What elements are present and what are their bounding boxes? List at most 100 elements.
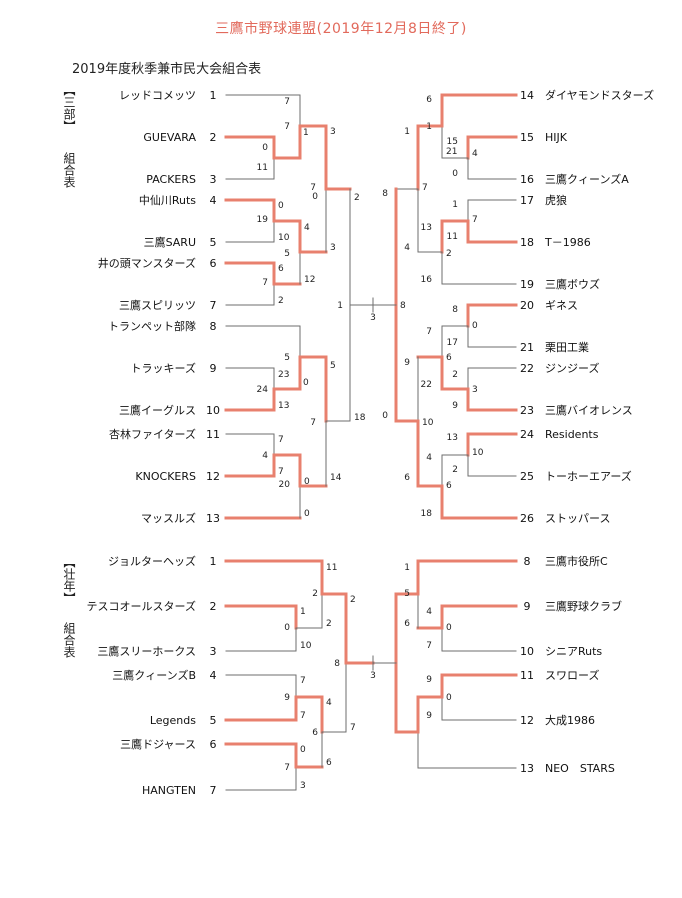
team-seed: 1 <box>210 89 217 102</box>
score-label: 0 <box>452 169 458 179</box>
score-label: 9 <box>452 401 458 411</box>
team-seed: 7 <box>210 784 217 797</box>
team-seed: 9 <box>210 362 217 375</box>
team-name: 三鷹クィーンズA <box>545 172 629 186</box>
score-label: 12 <box>304 275 315 285</box>
team-seed: 8 <box>524 555 531 568</box>
score-label: 23 <box>278 370 289 380</box>
score-label: 14 <box>330 473 342 483</box>
score-label: 24 <box>257 385 269 395</box>
score-label: 2 <box>452 465 458 475</box>
score-label: 0 <box>262 143 268 153</box>
score-label: 16 <box>421 275 433 285</box>
team-seed: 2 <box>210 600 217 613</box>
score-label: 1 <box>426 122 432 132</box>
score-label: 7 <box>422 183 428 193</box>
team-seed: 13 <box>520 762 534 775</box>
score-label: 4 <box>326 698 332 708</box>
score-label: 0 <box>303 378 309 388</box>
team-seed: 6 <box>210 738 217 751</box>
team-name: トラッキーズ <box>131 361 196 375</box>
team-name: 三鷹ドジャース <box>120 737 196 751</box>
team-seed: 3 <box>210 173 217 186</box>
team-seed: 10 <box>206 404 220 417</box>
team-name: GUEVARA <box>143 131 196 144</box>
score-label: 0 <box>472 321 478 331</box>
team-name: 井の頭マンスターズ <box>98 256 196 270</box>
team-seed: 22 <box>520 362 534 375</box>
team-name: 杏林ファイターズ <box>109 427 196 441</box>
team-name: ストッパース <box>545 512 610 525</box>
team-name: ジョルターヘッズ <box>108 554 196 568</box>
score-label: 5 <box>330 361 336 371</box>
score-label: 13 <box>447 433 458 443</box>
team-name: 三鷹スリーホークス <box>97 644 196 658</box>
score-label: 2 <box>452 370 458 380</box>
score-label: 15 <box>447 137 458 147</box>
score-label: 3 <box>330 127 336 137</box>
score-label: 7 <box>284 763 290 773</box>
score-label: 11 <box>447 232 458 242</box>
score-label: 3 <box>370 671 376 681</box>
score-label: 1 <box>404 127 410 137</box>
score-label: 8 <box>452 305 458 315</box>
score-label: 13 <box>421 223 432 233</box>
team-seed: 13 <box>206 512 220 525</box>
score-label: 7 <box>300 711 306 721</box>
score-label: 0 <box>312 192 318 202</box>
team-name: 中仙川Ruts <box>139 194 196 207</box>
score-label: 10 <box>278 233 290 243</box>
team-name: 三鷹野球クラブ <box>545 599 622 613</box>
team-name: Legends <box>150 714 196 727</box>
team-seed: 26 <box>520 512 534 525</box>
team-name: 虎狼 <box>545 193 567 207</box>
team-seed: 7 <box>210 299 217 312</box>
team-name: NEO STARS <box>545 762 615 775</box>
score-label: 7 <box>426 327 432 337</box>
team-seed: 9 <box>524 600 531 613</box>
score-label: 0 <box>300 745 306 755</box>
score-label: 7 <box>278 435 284 445</box>
score-label: 7 <box>284 97 290 107</box>
score-label: 9 <box>284 693 290 703</box>
team-seed: 24 <box>520 428 534 441</box>
score-label: 10 <box>472 448 484 458</box>
team-seed: 23 <box>520 404 534 417</box>
score-label: 2 <box>354 193 360 203</box>
score-label: 7 <box>278 467 284 477</box>
score-label: 4 <box>404 243 410 253</box>
score-label: 4 <box>426 453 432 463</box>
score-label: 7 <box>300 676 306 686</box>
score-label: 20 <box>279 480 291 490</box>
division-label-sanbu-bottom: 組合表 <box>62 152 76 188</box>
team-seed: 10 <box>520 645 534 658</box>
team-seed: 19 <box>520 278 534 291</box>
team-name: ジンジーズ <box>545 361 599 375</box>
team-name: ダイヤモンドスターズ <box>545 88 654 102</box>
score-label: 18 <box>421 509 433 519</box>
team-name: 三鷹クィーンズB <box>112 668 196 682</box>
score-label: 7 <box>310 183 316 193</box>
score-label: 0 <box>284 623 290 633</box>
team-seed: 12 <box>520 714 534 727</box>
team-name: 栗田工業 <box>545 341 589 354</box>
score-label: 7 <box>426 641 432 651</box>
team-name: スワローズ <box>545 668 599 682</box>
team-seed: 14 <box>520 89 534 102</box>
team-name: マッスルズ <box>141 511 196 525</box>
score-label: 11 <box>257 163 268 173</box>
team-seed: 18 <box>520 236 534 249</box>
score-label: 7 <box>472 215 478 225</box>
score-label: 0 <box>382 411 388 421</box>
score-label: 2 <box>326 619 332 629</box>
score-label: 4 <box>472 149 478 159</box>
score-label: 7 <box>262 278 268 288</box>
score-label: 10 <box>422 418 434 428</box>
score-label: 7 <box>310 418 316 428</box>
team-seed: 4 <box>210 194 217 207</box>
team-name: ギネス <box>545 299 578 312</box>
score-label: 0 <box>304 509 310 519</box>
team-seed: 1 <box>210 555 217 568</box>
